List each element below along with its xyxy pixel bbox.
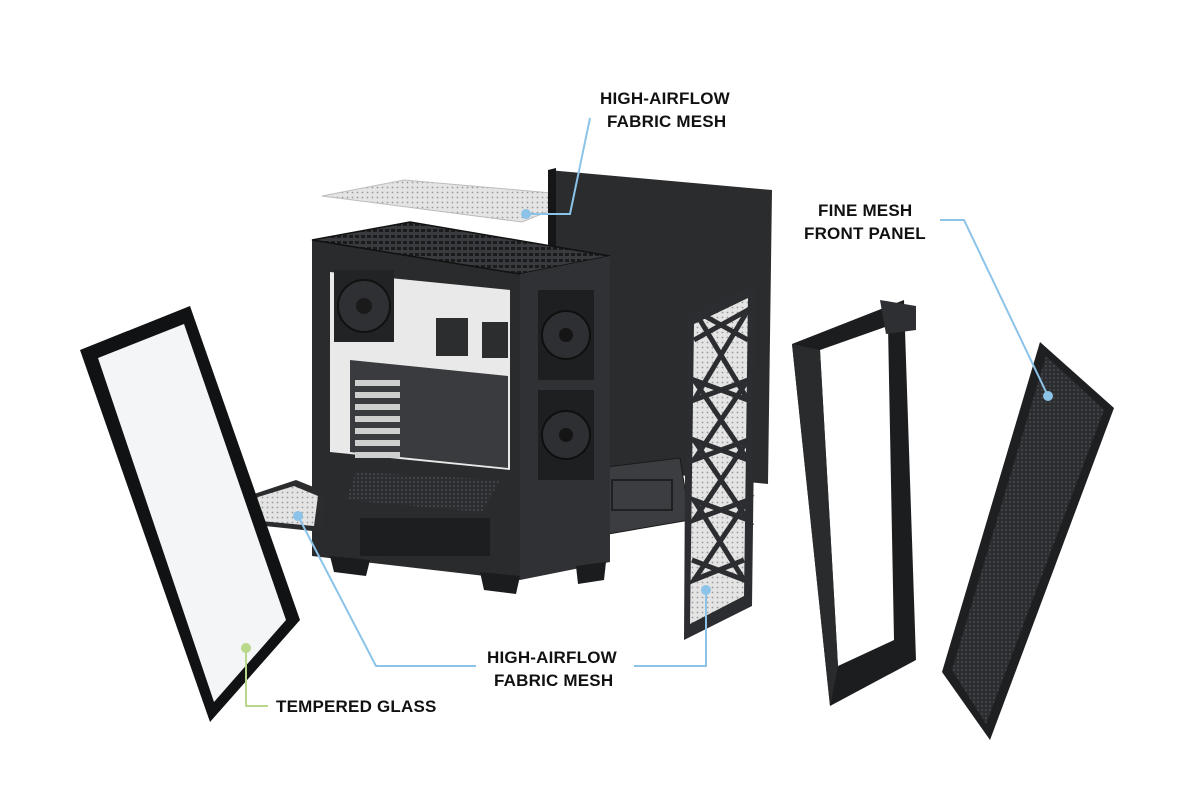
front-bezel [792, 300, 916, 706]
expansion-slots [355, 380, 400, 458]
leader-bottom-mesh-left [297, 515, 476, 667]
callout-front-panel: FINE MESH FRONT PANEL [804, 201, 926, 243]
callout-glass: TEMPERED GLASS [276, 697, 437, 716]
case-chassis [311, 221, 611, 594]
callout-front-panel-line1: FINE MESH [818, 201, 912, 220]
leader-bottom-mesh-right [634, 590, 707, 667]
callout-top-mesh-line1: HIGH-AIRFLOW [600, 89, 731, 108]
front-mesh-frame [684, 284, 756, 640]
top-fabric-mesh-filter [321, 179, 587, 223]
leader-glass [245, 648, 268, 707]
callout-bottom-mesh-line1: HIGH-AIRFLOW [487, 648, 618, 667]
callout-bottom-mesh-line2: FABRIC MESH [494, 671, 613, 690]
front-fans [538, 290, 594, 480]
fine-mesh-front-panel [942, 342, 1114, 740]
callout-bottom-mesh: HIGH-AIRFLOW FABRIC MESH [487, 648, 618, 690]
psu-bracket [597, 457, 691, 535]
callout-front-panel-line2: FRONT PANEL [804, 224, 926, 243]
callout-top-mesh: HIGH-AIRFLOW FABRIC MESH [600, 89, 731, 131]
callout-top-mesh-line2: FABRIC MESH [607, 112, 726, 131]
leader-dots [241, 209, 1053, 653]
leader-front-panel [940, 219, 1049, 397]
rear-fan [334, 270, 394, 342]
callout-glass-line1: TEMPERED GLASS [276, 697, 437, 716]
leader-top-mesh [526, 117, 591, 215]
leader-lines [245, 117, 1049, 707]
tempered-glass-panel [80, 306, 300, 722]
